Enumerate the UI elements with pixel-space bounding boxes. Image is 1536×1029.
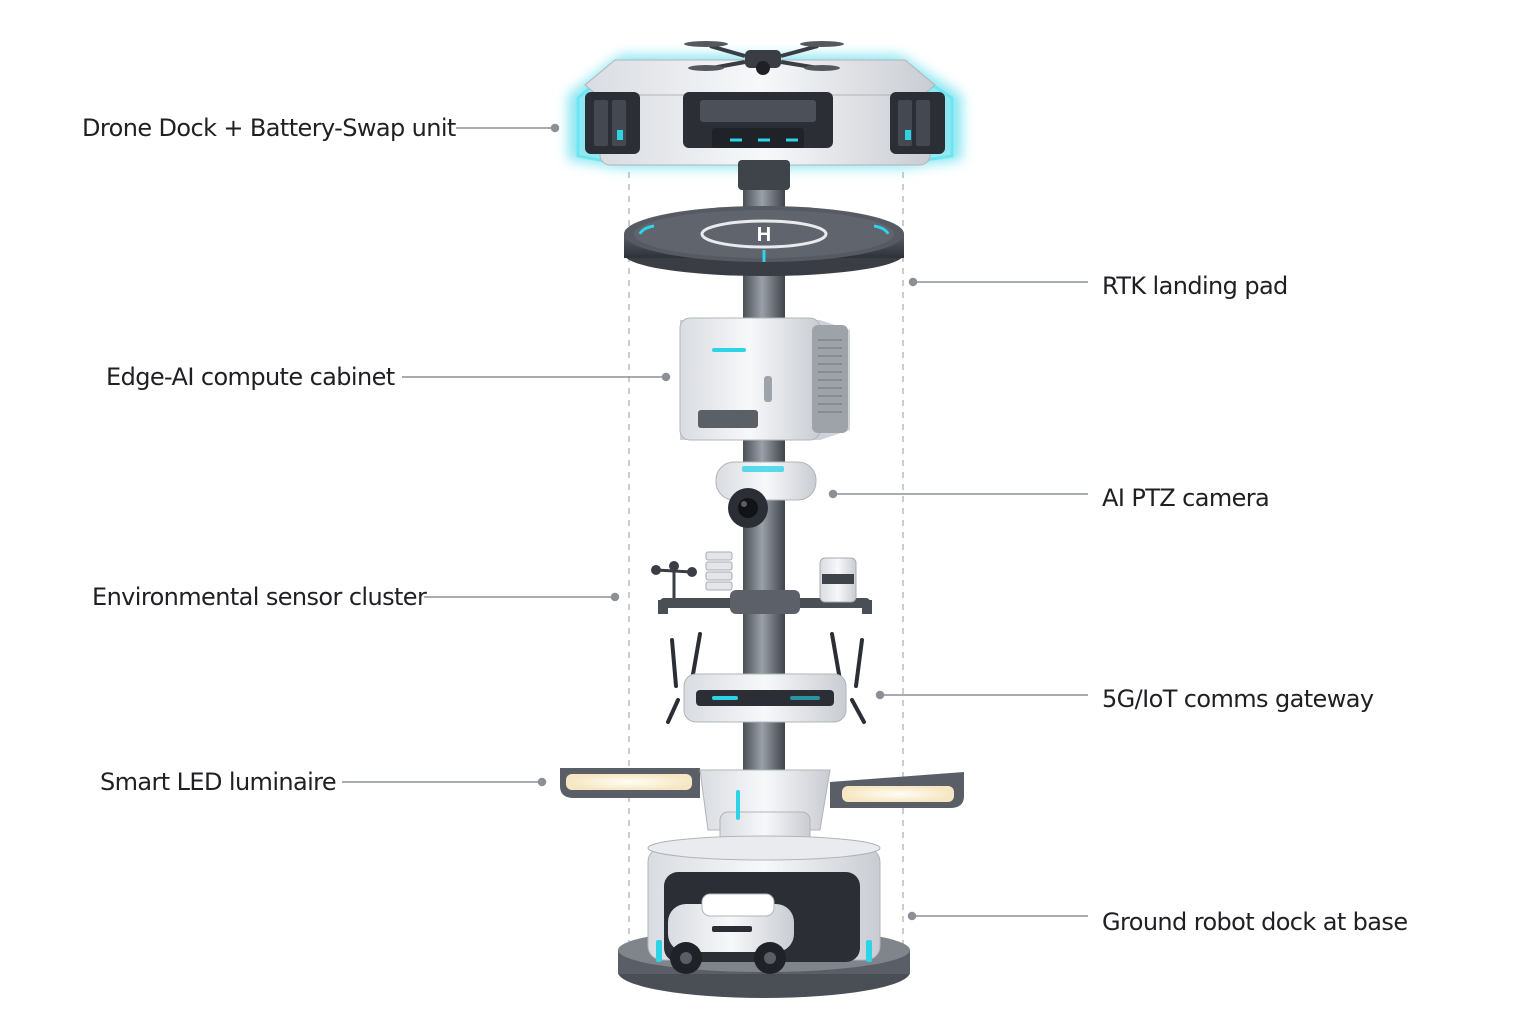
5g-iot-comms-gateway [666,632,866,724]
rtk-landing-pad: H [624,206,904,276]
label-5g-iot-comms-gateway: 5G/IoT comms gateway [1102,685,1374,713]
label-ai-ptz-camera: AI PTZ camera [1102,484,1270,512]
label-drone-dock: Drone Dock + Battery-Swap unit [82,114,456,142]
label-rtk-landing-pad: RTK landing pad [1102,272,1288,300]
leader-lines [342,123,1088,921]
ground-robot-icon [668,893,794,974]
drone-icon [684,41,844,75]
label-ground-robot-dock: Ground robot dock at base [1102,908,1408,936]
ai-ptz-camera [715,461,817,528]
environmental-sensor-cluster [651,551,872,614]
pad-marking: H [757,224,771,246]
label-edge-ai-compute-cabinet: Edge-AI compute cabinet [106,363,395,391]
edge-ai-compute-cabinet [679,317,850,441]
label-environmental-sensor-cluster: Environmental sensor cluster [92,583,427,611]
drone-dock [568,41,962,190]
ground-robot-dock [618,835,910,998]
label-smart-led-luminaire: Smart LED luminaire [100,768,337,796]
